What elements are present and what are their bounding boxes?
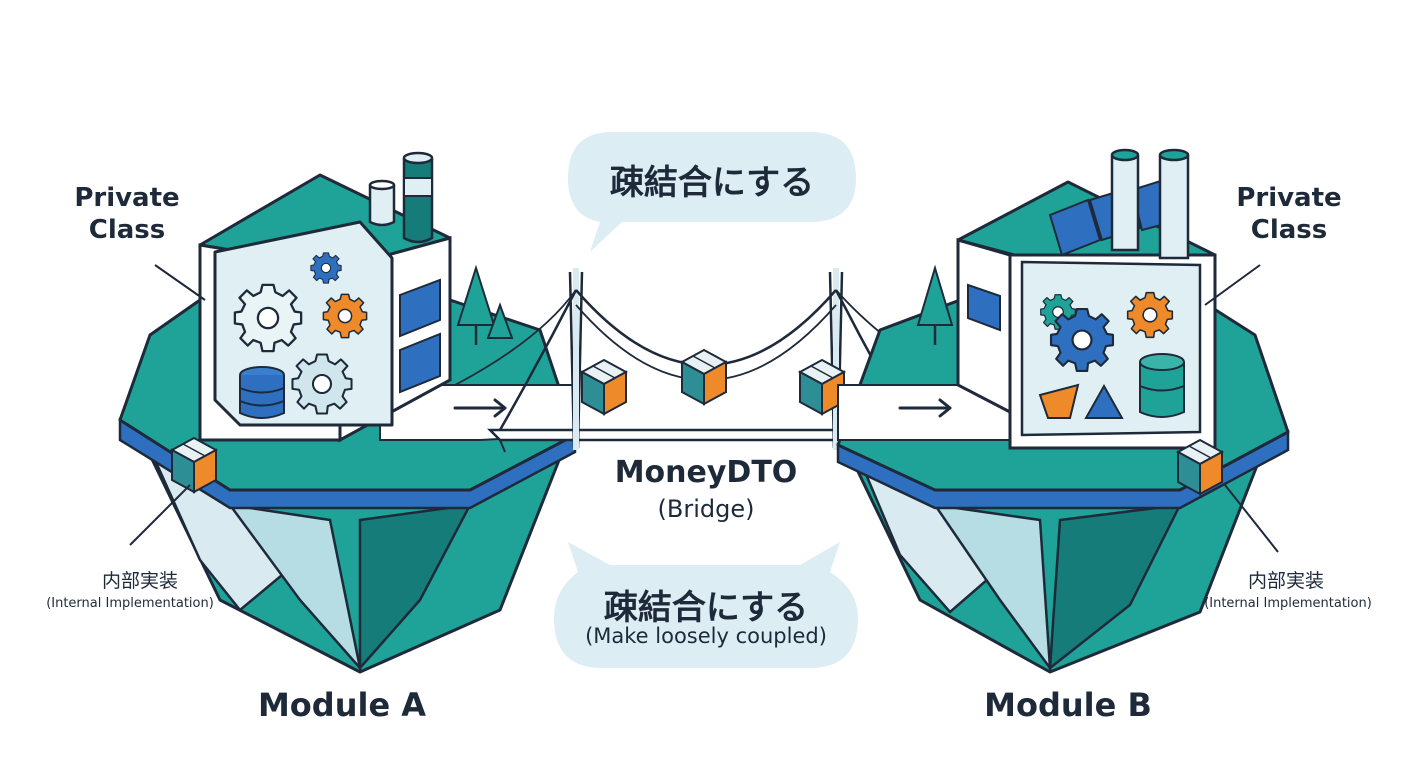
bubble-bottom-subtext: (Make loosely coupled) — [585, 624, 827, 648]
chimney-icon — [1110, 148, 1190, 260]
database-icon — [1139, 353, 1185, 418]
leader-lines — [129, 264, 1279, 553]
internal-implementation-en-left: (Internal Implementation) — [46, 596, 214, 611]
dto-subtitle: (Bridge) — [657, 495, 755, 523]
chimney-icon — [368, 151, 434, 244]
private-class-line1: Private — [1236, 183, 1342, 213]
module-a-island — [118, 151, 577, 674]
private-class-label-right: Private Class — [1224, 182, 1354, 246]
internal-implementation-jp-right: 内部実装 — [1247, 570, 1324, 592]
module-b-island — [836, 148, 1290, 674]
module-b-title: Module B — [984, 686, 1152, 724]
package-icon — [1177, 439, 1223, 495]
dto-name: MoneyDTO — [614, 455, 798, 490]
bubble-bottom-text: 疎結合にする — [603, 588, 809, 628]
private-class-line2: Class — [1250, 215, 1328, 245]
private-class-line2: Class — [88, 215, 166, 245]
arrow-right-icon — [898, 398, 952, 418]
arrow-right-icon — [453, 398, 507, 418]
private-class-line1: Private — [74, 183, 180, 213]
package-icon — [171, 437, 217, 493]
private-class-label-left: Private Class — [62, 182, 192, 246]
speech-bubble-bottom — [554, 542, 858, 668]
bubble-top-text: 疎結合にする — [609, 163, 815, 203]
tree-icon — [456, 264, 514, 345]
package-icon — [581, 349, 845, 415]
database-icon — [239, 366, 285, 419]
internal-implementation-en-right: (Internal Implementation) — [1204, 596, 1372, 611]
module-a-title: Module A — [257, 686, 427, 724]
tree-icon — [916, 264, 954, 345]
internal-implementation-jp-left: 内部実装 — [101, 570, 178, 592]
speech-bubble-top — [568, 132, 856, 252]
